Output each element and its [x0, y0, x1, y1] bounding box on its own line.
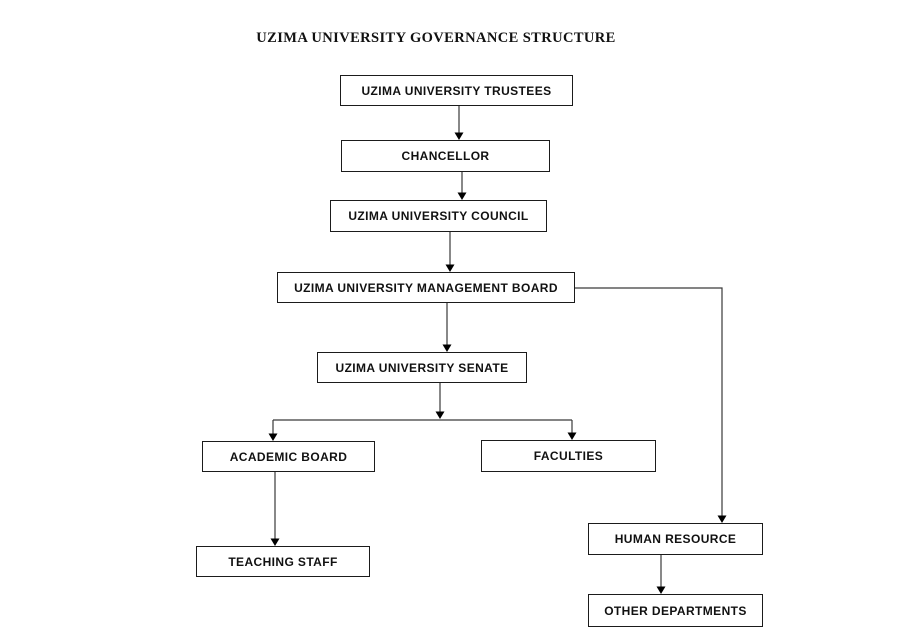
arrowhead-icon	[445, 264, 455, 272]
edge-council-management-board	[445, 232, 455, 272]
arrowhead-icon	[454, 132, 464, 140]
node-academic-board: ACADEMIC BOARD	[202, 441, 375, 472]
edge-management-board-senate	[442, 303, 452, 352]
node-chancellor: CHANCELLOR	[341, 140, 550, 172]
arrowhead-icon	[656, 586, 666, 594]
arrowhead-icon	[442, 344, 452, 352]
edge-chancellor-council	[457, 172, 467, 200]
diagram-title: UZIMA UNIVERSITY GOVERNANCE STRUCTURE	[256, 30, 616, 46]
node-faculties: FACULTIES	[481, 440, 656, 472]
node-trustees: UZIMA UNIVERSITY TRUSTEES	[340, 75, 573, 106]
edge-academic-board-teaching-staff	[270, 472, 280, 546]
edge-senate-academic-board	[268, 420, 278, 441]
node-senate: UZIMA UNIVERSITY SENATE	[317, 352, 527, 383]
node-teaching-staff: TEACHING STAFF	[196, 546, 370, 577]
node-council: UZIMA UNIVERSITY COUNCIL	[330, 200, 547, 232]
arrowhead-icon	[717, 515, 727, 523]
arrowhead-icon	[435, 411, 445, 419]
arrowhead-icon	[457, 192, 467, 200]
edge-senate-faculties	[567, 420, 577, 440]
edge-management-board-human-resource	[575, 287, 727, 523]
edge-senate-branch-junction	[273, 383, 572, 421]
node-human-resource: HUMAN RESOURCE	[588, 523, 763, 555]
arrowhead-icon	[567, 432, 577, 440]
edge-human-resource-other-departments	[656, 555, 666, 594]
arrowhead-icon	[270, 538, 280, 546]
arrowhead-icon	[268, 433, 278, 441]
node-other-departments: OTHER DEPARTMENTS	[588, 594, 763, 627]
edge-trustees-chancellor	[454, 106, 464, 140]
node-management-board: UZIMA UNIVERSITY MANAGEMENT BOARD	[277, 272, 575, 303]
